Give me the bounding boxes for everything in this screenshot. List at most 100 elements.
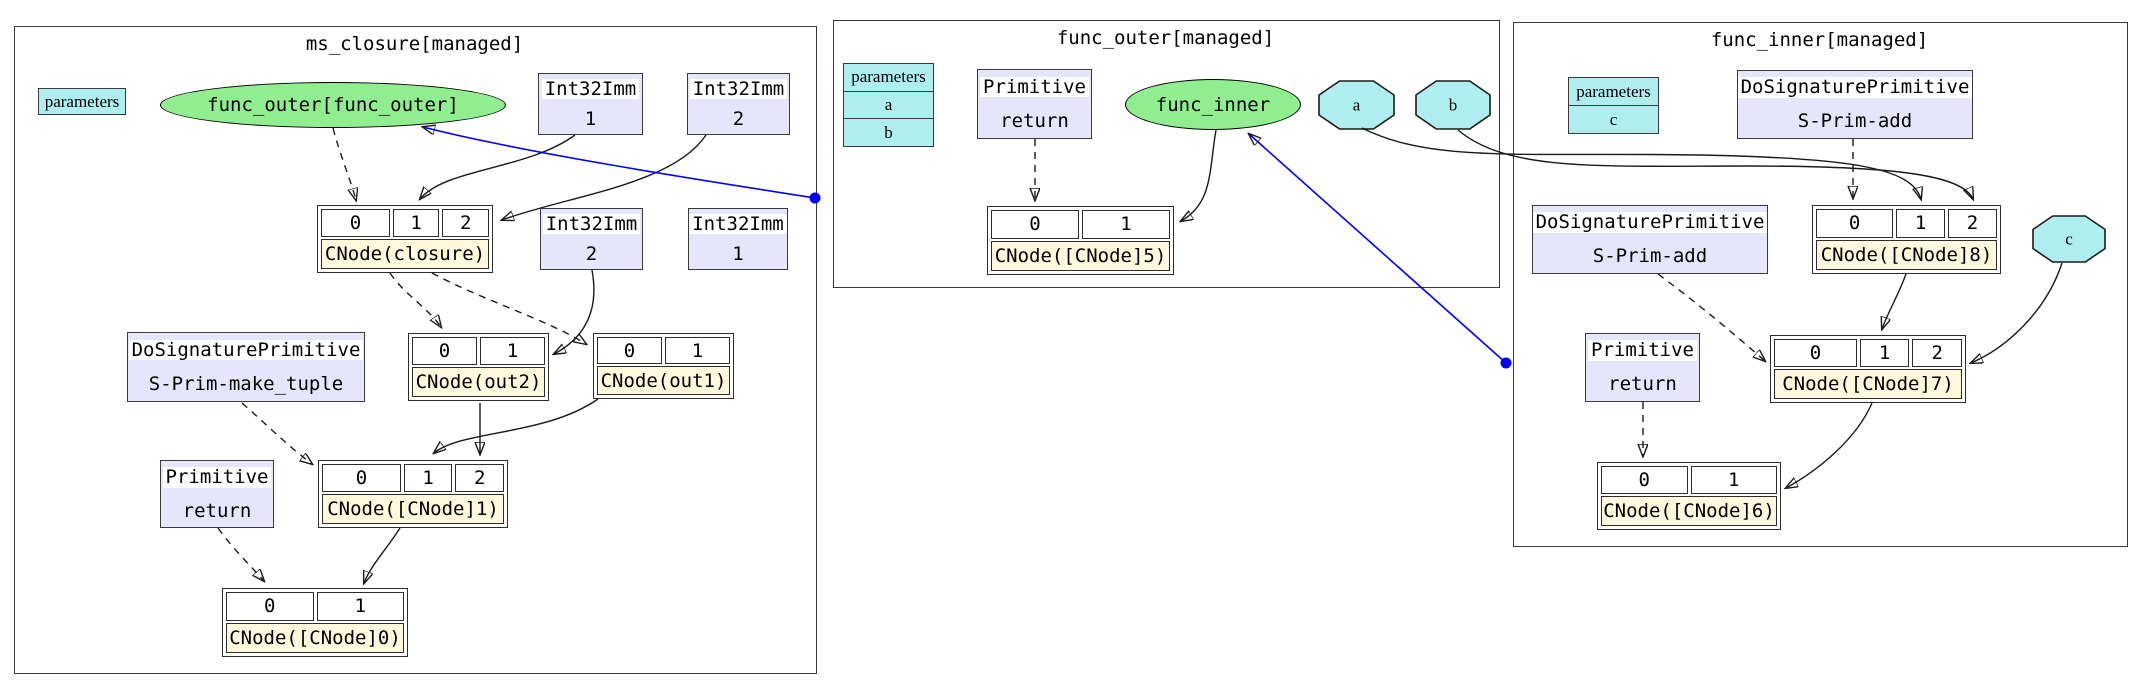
cnode-port: 1 [403, 464, 453, 492]
cnode-port: 2 [1948, 209, 1997, 238]
record-text: Primitive [1588, 340, 1697, 362]
cnode-port: 0 [1774, 339, 1857, 367]
cnode-port: 1 [1859, 339, 1910, 367]
record-text: return [1608, 373, 1677, 396]
parameter-cell: b [844, 119, 933, 147]
record-title: Int32Imm [539, 74, 642, 104]
cnode-port: 0 [991, 210, 1079, 239]
record-value: S-Prim-add [1533, 240, 1767, 274]
record-text: Primitive [980, 76, 1089, 98]
record-value: return [1586, 368, 1699, 402]
record-node-prim-return-fi: Primitive return [1585, 333, 1700, 402]
graph-ellipse-func-outer: func_outer[func_outer] [160, 82, 506, 128]
cnode-port: 1 [392, 209, 440, 237]
record-text: 2 [732, 108, 745, 130]
cluster-title-ms_closure: ms_closure[managed] [305, 33, 524, 55]
record-node-int32imm-1a: Int32Imm 1 [538, 73, 643, 135]
cnode-label: CNode([CNode]8) [1816, 239, 1997, 270]
graph-ellipse-func-inner: func_inner [1125, 79, 1301, 130]
record-text: Primitive [162, 467, 272, 488]
cnode-port: 1 [316, 592, 404, 621]
record-text: 1 [732, 243, 744, 265]
record-title: DoSignaturePrimitive [1532, 206, 1768, 240]
parameter-octagon-oct-b: b [1415, 80, 1491, 130]
record-value: 1 [539, 104, 642, 134]
parameter-cell: a [844, 91, 933, 120]
record-title: Primitive [1586, 334, 1699, 368]
cnode-port: 2 [1912, 339, 1962, 367]
record-title: Int32Imm [688, 74, 789, 104]
record-title: DoSignaturePrimitive [1737, 71, 1973, 105]
cluster-title-func_inner: func_inner[managed] [1710, 29, 1929, 51]
record-text: S-Prim-make_tuple [148, 373, 344, 395]
cnode-port: 2 [455, 464, 504, 492]
parameter-table-params-ms: parameters [38, 88, 126, 115]
record-value: 2 [541, 239, 642, 269]
cnode-port: 1 [1896, 209, 1946, 238]
record-text: 1 [584, 108, 597, 130]
cnode-label: CNode(closure) [321, 239, 489, 269]
record-title: Int32Imm [541, 209, 642, 239]
cnode-label: CNode(out1) [597, 366, 730, 395]
cluster-title-func_outer: func_outer[managed] [1056, 27, 1275, 49]
parameter-cell: c [1569, 106, 1658, 133]
record-text: Int32Imm [689, 78, 788, 100]
cnode-port: 1 [480, 337, 545, 365]
cnode-port: 2 [442, 209, 490, 237]
octagon-label: c [2065, 230, 2073, 249]
cnode-port: 1 [1082, 210, 1170, 239]
record-text: DoSignaturePrimitive [1737, 77, 1973, 99]
cnode-label: CNode(out2) [412, 367, 545, 397]
record-text: Int32Imm [542, 213, 641, 235]
cnode-port: 0 [597, 337, 662, 364]
parameter-octagon-oct-c: c [2032, 215, 2106, 263]
cnode-port: 0 [1816, 209, 1894, 238]
cnode-port: 1 [665, 337, 730, 364]
cnode-label: CNode([CNode]0) [226, 622, 404, 653]
record-text: Int32Imm [541, 78, 640, 100]
record-text: return [1000, 110, 1069, 132]
cnode-port: 0 [412, 337, 477, 365]
cnode-label: CNode([CNode]1) [322, 494, 504, 524]
cnode-label: CNode([CNode]7) [1774, 369, 1962, 399]
record-text: 2 [585, 243, 598, 265]
record-title: DoSignaturePrimitive [128, 333, 364, 367]
record-node-prim-return-fo: Primitive return [977, 69, 1092, 139]
cnode-port: 1 [1690, 466, 1777, 494]
record-value: 2 [688, 104, 789, 134]
free-edge-origin-dot [1500, 357, 1512, 369]
record-title: Primitive [161, 461, 273, 494]
cnode-label: CNode([CNode]6) [1601, 496, 1777, 526]
parameter-cell: parameters [39, 89, 125, 114]
cnode-port: 0 [321, 209, 390, 237]
cluster-ms_closure [14, 26, 817, 674]
record-text: DoSignaturePrimitive [128, 339, 364, 361]
record-text: Int32Imm [689, 213, 787, 235]
cnode-port: 0 [1601, 466, 1688, 494]
record-value: S-Prim-add [1738, 105, 1972, 139]
record-text: S-Prim-add [1797, 110, 1913, 133]
